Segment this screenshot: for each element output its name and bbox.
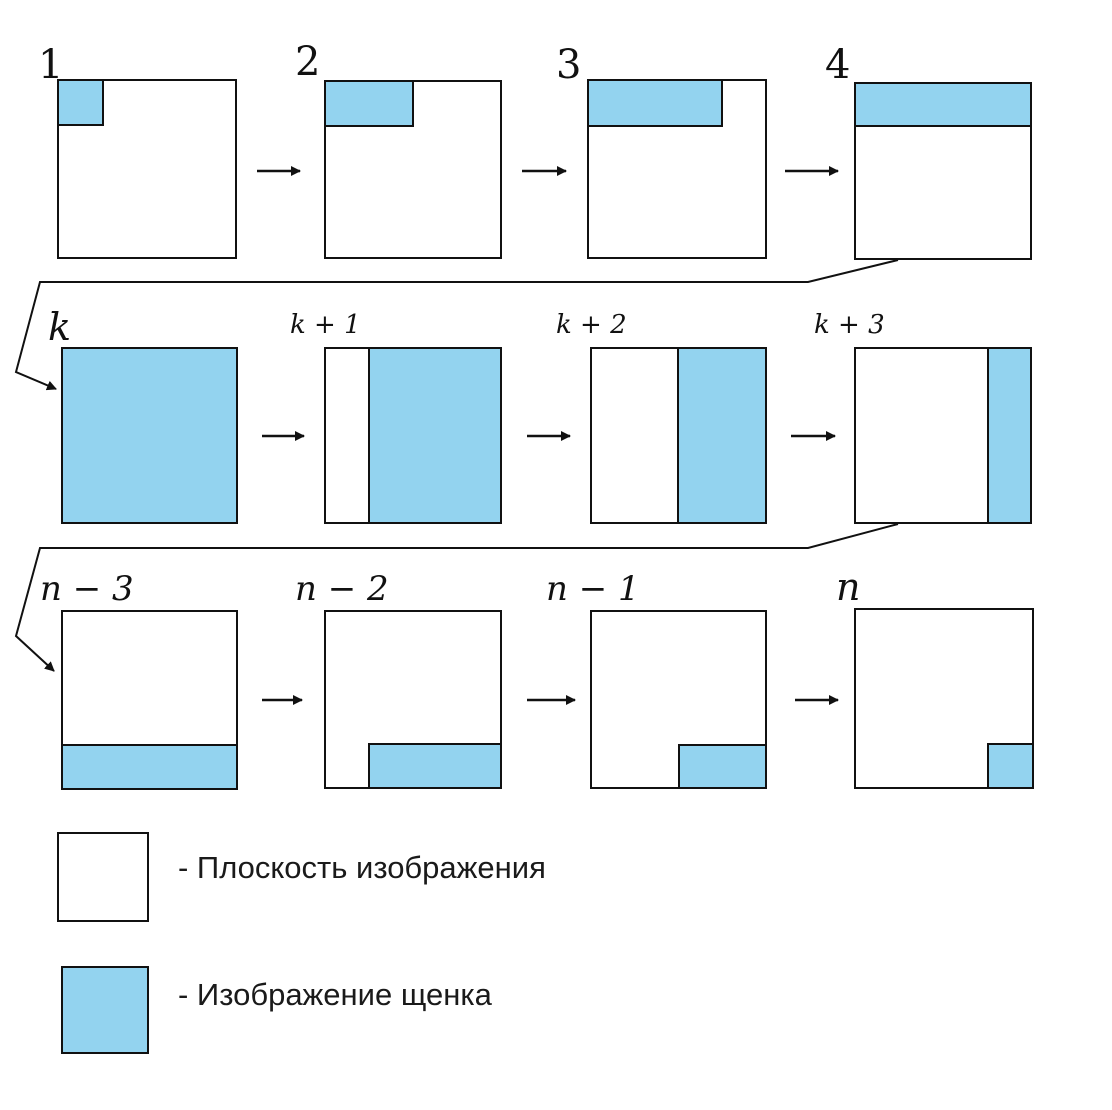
image-plane-border [324, 347, 502, 524]
step-label: n [836, 565, 860, 609]
legend-puppy-swatch [61, 966, 149, 1054]
image-plane-border [324, 610, 502, 789]
puppy-window [61, 744, 238, 790]
image-plane-border [61, 610, 238, 790]
step-6: k + 1 [290, 310, 502, 524]
step-label: n − 3 [40, 569, 134, 609]
step-label: n − 2 [295, 569, 389, 609]
step-3: 3 [556, 42, 767, 259]
step-label: k [48, 305, 71, 349]
image-plane-border [61, 347, 238, 524]
legend-puppy-label: - Изображение щенка [178, 977, 493, 1012]
image-plane-border [590, 610, 767, 789]
image-plane-border [324, 80, 502, 259]
puppy-window [368, 743, 502, 789]
step-label: k + 1 [290, 310, 361, 340]
puppy-window [324, 80, 414, 127]
image-plane-border [587, 79, 767, 259]
step-label: n − 1 [546, 569, 640, 609]
legend: - Плоскость изображения - Изображение ще… [57, 832, 546, 1054]
step-label: k + 3 [814, 310, 885, 340]
puppy-window [854, 82, 1032, 127]
step-1: 1 [38, 42, 237, 259]
step-9: n − 3 [40, 569, 238, 790]
puppy-window [987, 347, 1032, 524]
step-label: k + 2 [556, 310, 627, 340]
step-8: k + 3 [814, 310, 1032, 524]
image-plane-border [854, 608, 1034, 789]
legend-plane-swatch [57, 832, 149, 922]
puppy-window [678, 744, 767, 789]
row-wrap-arrow [14, 523, 899, 672]
step-4: 4 [825, 42, 1032, 260]
step-7: k + 2 [556, 310, 767, 524]
step-11: n − 1 [546, 569, 767, 789]
image-plane-border [854, 347, 1032, 524]
row-wrap-arrow [14, 259, 899, 391]
step-label: 1 [38, 42, 63, 88]
step-10: n − 2 [295, 569, 502, 789]
legend-plane-label: - Плоскость изображения [178, 850, 546, 885]
step-label: 4 [825, 42, 850, 88]
image-plane-border [590, 347, 767, 524]
puppy-window [61, 347, 238, 524]
image-plane-border [854, 82, 1032, 260]
puppy-window [57, 79, 104, 126]
puppy-window [587, 79, 723, 127]
step-5: k [48, 305, 238, 524]
puppy-window [368, 347, 502, 524]
puppy-window [677, 347, 767, 524]
step-label: 2 [295, 39, 320, 85]
step-label: 3 [556, 42, 581, 88]
step-2: 2 [295, 39, 502, 259]
puppy-window [987, 743, 1034, 789]
step-12: n [836, 565, 1034, 789]
image-plane-border [57, 79, 237, 259]
